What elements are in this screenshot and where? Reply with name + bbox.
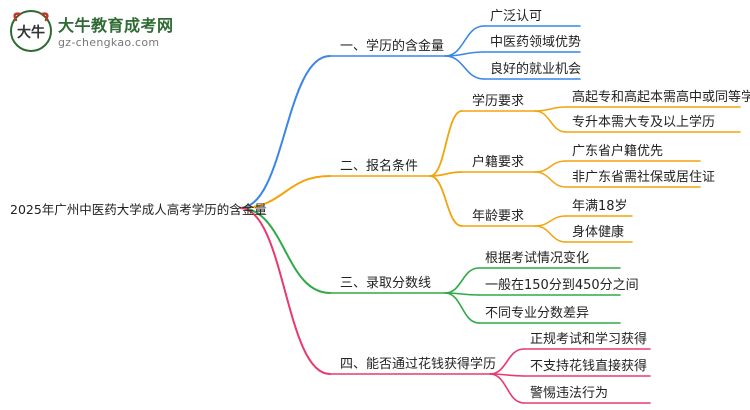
- site-logo[interactable]: 大牛 大牛教育成考网 gz-chengkao.com: [8, 8, 198, 58]
- leaf-topic: 一般在150分到450分之间: [485, 277, 639, 293]
- logo-site-name: 大牛教育成考网: [58, 16, 174, 35]
- leaf-connector: [444, 292, 480, 324]
- leaf-connector: [489, 373, 525, 404]
- root-topic: 2025年广州中医药大学成人高考学历的含金量: [10, 202, 267, 217]
- leaf-topic: 正规考试和学习获得: [530, 331, 647, 347]
- leaf-topic: 良好的就业机会: [490, 61, 581, 77]
- branch-connector: [239, 207, 331, 375]
- leaf-connector: [534, 160, 567, 173]
- branch-connector: [239, 55, 331, 209]
- leaf-connector: [444, 51, 485, 57]
- branch-topic: 二、报名条件: [340, 158, 418, 174]
- leaf-connector: [534, 215, 567, 227]
- leaf-connector: [534, 106, 567, 112]
- leaf-topic: 身体健康: [572, 224, 624, 240]
- leaf-connector: [444, 267, 480, 294]
- mind-map-labels: 2025年广州中医药大学成人高考学历的含金量 一、学历的含金量 广泛认可中医药领域优…: [10, 9, 750, 401]
- leaf-topic: 警惕违法行为: [530, 385, 608, 401]
- mind-map-connectors: [239, 25, 741, 404]
- bull-logo-icon: 大牛: [10, 10, 52, 52]
- leaf-topic: 高起专和高起本需高中或同等学历: [572, 89, 750, 105]
- leaf-topic: 专升本需大专及以上学历: [572, 114, 715, 130]
- logo-site-url: gz-chengkao.com: [58, 36, 160, 49]
- leaf-connector: [444, 55, 485, 80]
- branch-topic: 四、能否通过花钱获得学历: [340, 356, 496, 372]
- subbranch-connector: [429, 171, 463, 177]
- leaf-topic: 广东省户籍优先: [572, 143, 663, 159]
- leaf-topic: 根据考试情况变化: [485, 250, 589, 266]
- leaf-connector: [534, 225, 567, 243]
- leaf-topic: 不支持花钱直接获得: [530, 358, 647, 374]
- leaf-topic: 年满18岁: [572, 199, 628, 214]
- leaf-connector: [534, 171, 567, 188]
- leaf-topic: 非广东省需社保或居住证: [572, 169, 715, 185]
- logo-mark-glyph: 大牛: [17, 24, 45, 41]
- branch-connector: [239, 175, 331, 209]
- subbranch-topic: 年龄要求: [472, 209, 524, 224]
- subbranch-topic: 户籍要求: [472, 154, 524, 170]
- subbranch-connector: [429, 175, 463, 227]
- subbranch-connector: [429, 110, 463, 177]
- branch-topic: 一、学历的含金量: [340, 38, 444, 54]
- subbranch-topic: 学历要求: [472, 93, 524, 109]
- leaf-topic: 中医药领域优势: [490, 34, 581, 50]
- leaf-topic: 不同专业分数差异: [485, 306, 589, 321]
- branch-connector: [239, 207, 331, 294]
- leaf-topic: 广泛认可: [490, 9, 542, 24]
- branch-topic: 三、录取分数线: [340, 276, 431, 291]
- leaf-connector: [534, 110, 567, 133]
